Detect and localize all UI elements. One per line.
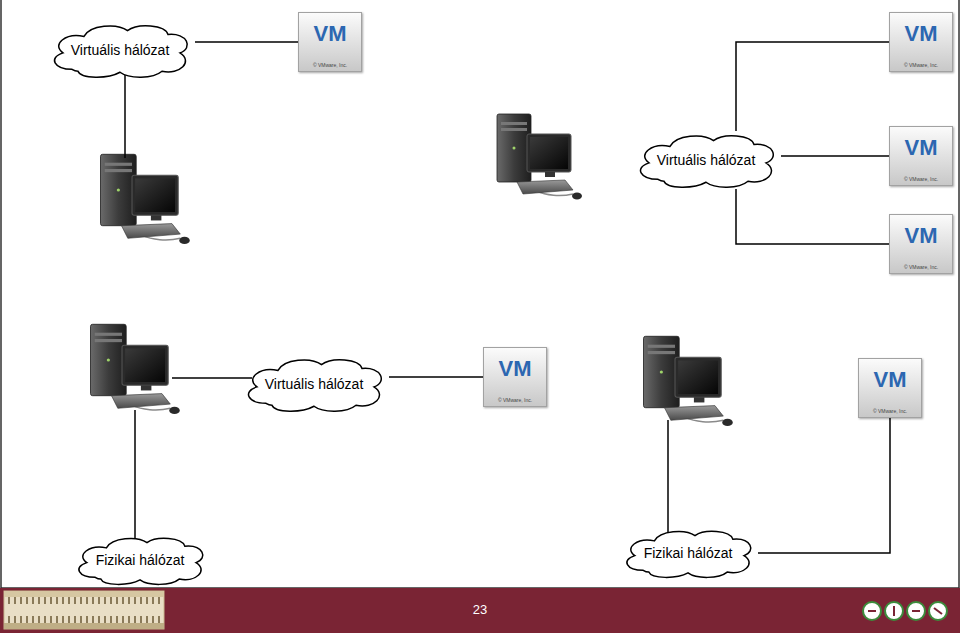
vm-icon: VM © VMware, Inc.: [483, 347, 547, 407]
vm-label: VM: [499, 357, 532, 381]
vm-label: VM: [874, 368, 907, 392]
network-link: [736, 42, 889, 131]
network-link: [389, 376, 483, 378]
vm-icon: VM © VMware, Inc.: [889, 126, 953, 186]
network-link: [736, 189, 889, 244]
copyright-note: © VMware, Inc.: [498, 398, 532, 404]
copyright-note: © VMware, Inc.: [904, 177, 938, 183]
network-name: Virtuális hálózat: [657, 152, 756, 168]
network-link: [781, 155, 889, 157]
vm-label: VM: [905, 224, 938, 248]
network-cloud: Fizikai hálózat: [618, 527, 758, 579]
vm-icon: VM © VMware, Inc.: [298, 12, 362, 72]
vm-label: VM: [905, 22, 938, 46]
network-name: Virtuális hálózat: [71, 42, 170, 58]
vm-icon: VM © VMware, Inc.: [889, 214, 953, 274]
copyright-note: © VMware, Inc.: [904, 63, 938, 69]
vm-icon: VM © VMware, Inc.: [889, 12, 953, 72]
page-number: 23: [460, 602, 500, 617]
copyright-note: © VMware, Inc.: [313, 63, 347, 69]
copyright-note: © VMware, Inc.: [904, 265, 938, 271]
network-name: Virtuális hálózat: [265, 376, 364, 392]
network-name: Fizikai hálózat: [644, 545, 733, 561]
network-cloud: Virtuális hálózat: [45, 21, 195, 79]
network-link: [758, 418, 890, 553]
vm-label: VM: [314, 22, 347, 46]
copyright-note: © VMware, Inc.: [873, 409, 907, 415]
network-cloud: Virtuális hálózat: [239, 355, 389, 413]
network-cloud: Fizikai hálózat: [70, 534, 210, 586]
vm-icon: VM © VMware, Inc.: [858, 358, 922, 418]
vm-label: VM: [905, 136, 938, 160]
network-cloud: Virtuális hálózat: [631, 131, 781, 189]
network-link: [195, 41, 298, 43]
network-name: Fizikai hálózat: [96, 552, 185, 568]
